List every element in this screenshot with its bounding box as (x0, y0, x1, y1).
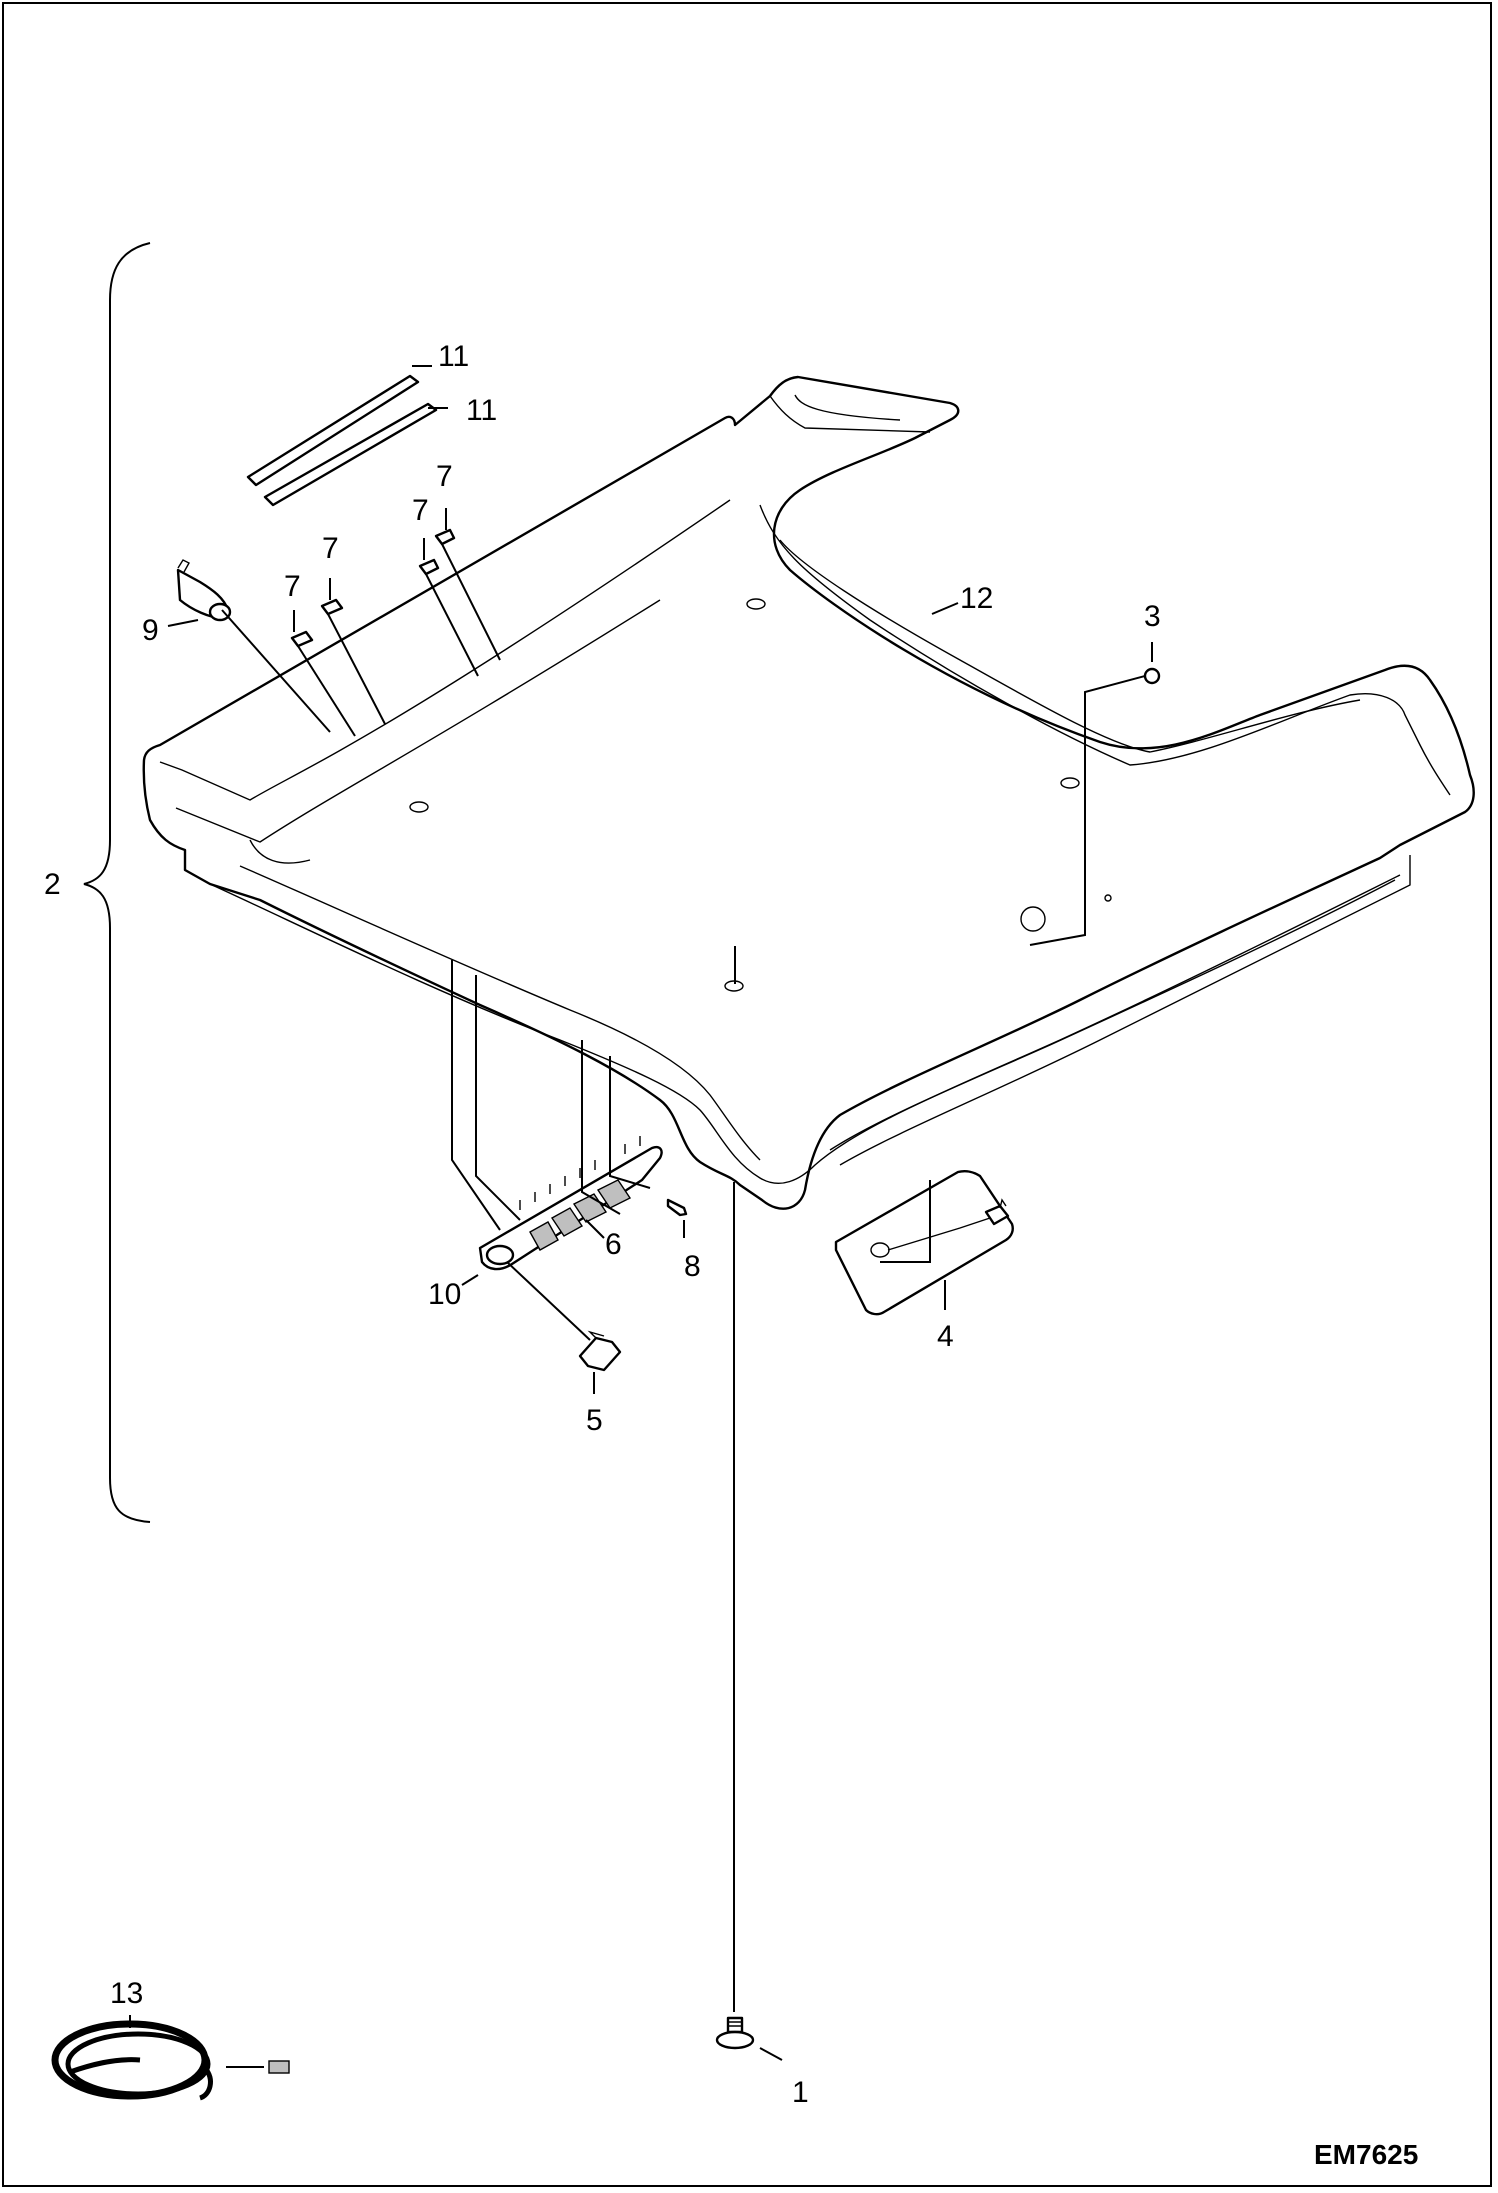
screw (666, 1198, 688, 1217)
seal-coil (51, 2020, 290, 2101)
drawing-code: EM7625 (1314, 2139, 1418, 2170)
sun-visor (834, 1170, 1014, 1316)
callout-1: 1 (792, 2076, 809, 2109)
clip-4 (434, 528, 456, 546)
callout-8: 8 (684, 1250, 701, 1283)
callout-7-fourth: 7 (436, 460, 453, 493)
bolt (715, 2016, 755, 2050)
callout-10: 10 (428, 1278, 461, 1311)
callout-4: 4 (937, 1320, 954, 1353)
callout-9: 9 (142, 614, 159, 647)
callout-7-second: 7 (322, 532, 339, 565)
callout-11-lower: 11 (466, 394, 497, 427)
cap (1143, 667, 1161, 685)
callout-7-first: 7 (284, 570, 301, 603)
strip-upper (246, 374, 420, 487)
plug (176, 559, 232, 622)
headliner-panel (142, 375, 1475, 1210)
strip-lower (263, 402, 438, 507)
vent-grille (478, 1136, 663, 1271)
callout-12: 12 (960, 582, 993, 615)
callout-3: 3 (1144, 600, 1161, 633)
callout-5: 5 (586, 1404, 603, 1437)
clip-3 (418, 558, 440, 576)
assembly-bracket (83, 242, 151, 1523)
callout-7-third: 7 (412, 494, 429, 527)
clip-2 (320, 598, 344, 616)
leader-lines (129, 365, 1153, 2068)
fastener (578, 1330, 622, 1372)
callout-6: 6 (605, 1228, 622, 1261)
callout-13: 13 (110, 1977, 143, 2010)
callout-11-upper: 11 (438, 340, 469, 373)
clip-1 (290, 630, 314, 648)
callout-2: 2 (44, 868, 61, 901)
